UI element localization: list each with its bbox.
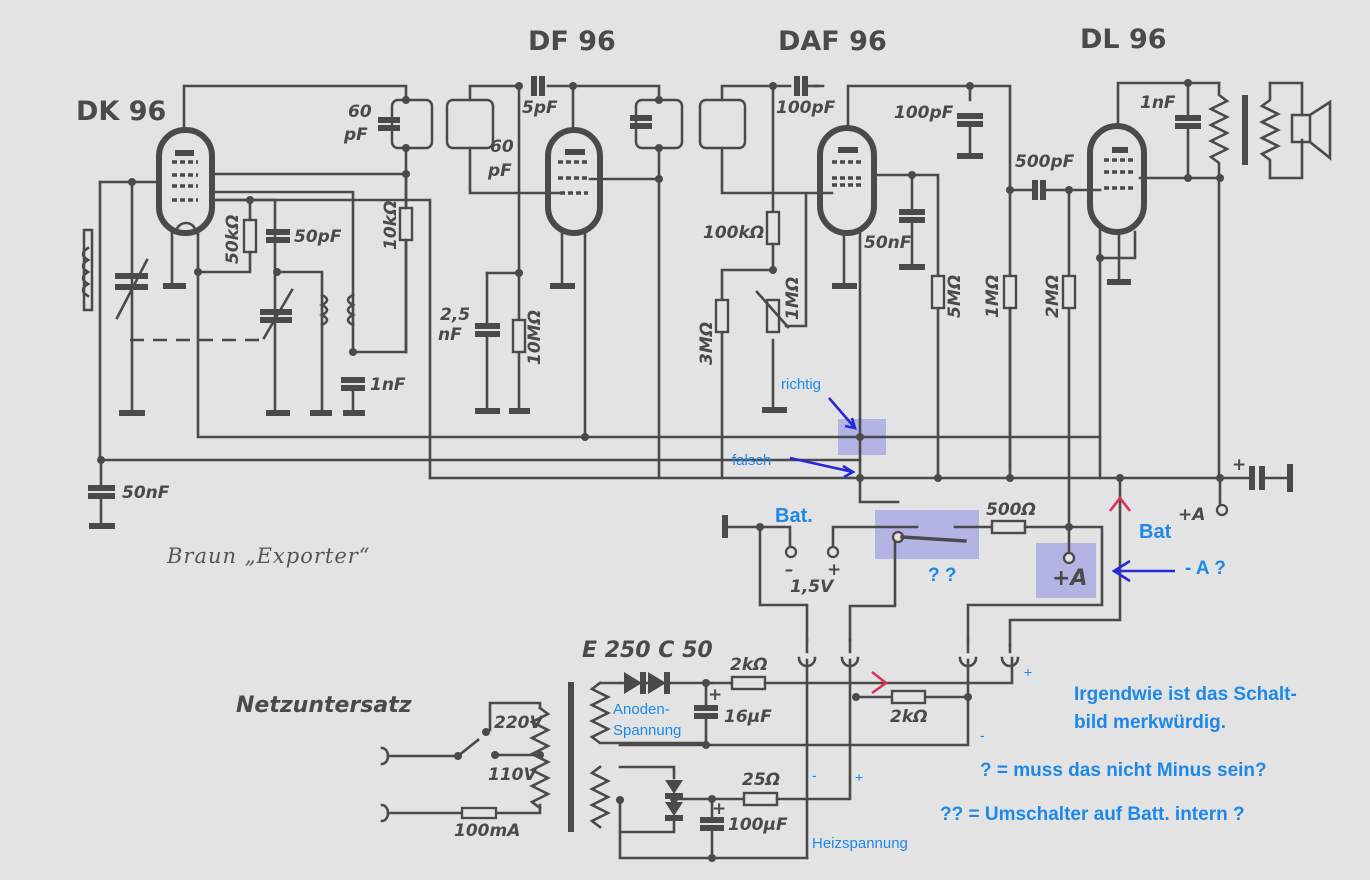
psu-rectifier-label: E 250 C 50 [582,638,713,663]
tube-label-dk96: DK 96 [76,96,166,127]
annotation-falsch: falsch [732,452,771,469]
label-r-2m: 2MΩ [1043,275,1063,318]
label-c-50nf-daf: 50nF [864,233,912,253]
annotation-bat-right: Bat [1139,521,1172,543]
psu-labels: Netzuntersatz E 250 C 50 2kΩ 2kΩ 16µF + … [236,638,928,841]
label-plus-a: +A [1178,505,1205,525]
arrow-falsch-icon [789,456,856,479]
label-c-500pf: 500pF [1015,152,1075,172]
label-c-2-5nf-2: nF [438,325,462,345]
label-c-100pf-a: 100pF [776,98,836,118]
label-c-60pf-b-2: pF [487,161,512,181]
label-bat-minus: – [785,560,794,580]
label-c-1nf-out: 1nF [1140,93,1176,113]
arrow-red-up-icon [1108,495,1132,512]
annotation-heiz: Heizspannung [812,835,908,852]
annotation-anoden-1: Anoden- [613,701,670,718]
label-c-60pf-a-1: 60 [348,102,372,122]
label-c-50pf: 50pF [294,227,342,247]
annotation-minus-anode: - [980,727,985,743]
resistor-50k [242,218,258,254]
resistor-5m [930,274,946,310]
label-110v: 110V [488,765,538,785]
label-c-60pf-b-1: 60 [490,137,514,157]
tube-dk96 [156,127,215,236]
label-r-3m: 3MΩ [697,322,717,365]
psu-title: Netzuntersatz [236,693,412,718]
annotation-plus-anode: + [1024,664,1032,680]
highlight-switch [875,510,979,559]
df96-stage [445,76,684,480]
resistor-25 [742,791,779,807]
label-r-10m: 10MΩ [525,310,545,365]
annotation-anoden-2: Spannung [613,722,681,739]
component-labels: 60 pF 60 pF 5pF 100pF 100pF 1nF 500pF 50… [122,93,1246,597]
label-220v: 220V [494,713,544,733]
schematic-title: Braun „Exporter“ [166,544,371,568]
label-r-5m: 5MΩ [945,275,965,318]
resistor-10k [398,206,414,242]
tube-dl96 [1087,123,1147,235]
annotation-minus-a: - A ? [1185,558,1226,579]
tube-label-dl96: DL 96 [1080,24,1167,55]
resistor-3m [714,298,730,334]
plug-connectors [797,638,1020,668]
resistor-500 [990,519,1027,535]
label-bat-1-5v: 1,5V [790,577,835,597]
tube-daf96 [817,125,877,236]
label-r-2k-a: 2kΩ [730,655,768,675]
resistor-10m [511,318,527,354]
label-plus-100uf: + [712,799,726,819]
label-c-1nf-osc: 1nF [370,375,406,395]
annotation-minus-heiz: - [812,767,817,783]
label-plus-sign-cap: + [1232,455,1246,475]
annotation-bat-left: Bat. [775,505,813,527]
dk96-stage [81,84,862,529]
label-c-60pf-a-2: pF [343,125,368,145]
resistor-1m [1002,274,1018,310]
arrow-minus-a-icon [1111,559,1175,583]
label-r-100k: 100kΩ [703,223,764,243]
label-c-2-5nf-1: 2,5 [440,305,470,325]
tube-label-daf96: DAF 96 [778,26,887,57]
label-r-2k-b: 2kΩ [890,707,928,727]
tube-label-df96: DF 96 [528,26,616,57]
annotation-question-switch: ? ? [928,565,957,586]
annotation-note-1: Irgendwie ist das Schalt- [1074,684,1297,705]
daf96-stage [698,76,1102,504]
arrow-richtig-icon [828,397,857,430]
resistor-2m [1061,274,1077,310]
resistor-2k-a [730,675,767,691]
annotation-note-3: ? = muss das nicht Minus sein? [980,760,1267,781]
label-c-100uf: 100µF [728,815,788,835]
label-fuse-100ma: 100mA [454,821,520,841]
resistor-2k-b [890,689,927,705]
resistor-100k [765,210,781,246]
label-r-500: 500Ω [986,500,1036,520]
annotation-richtig: richtig [781,376,821,393]
power-supply [380,656,1014,862]
label-r-1m: 1MΩ [983,275,1003,318]
label-r-25: 25Ω [742,770,780,790]
highlight-plus-a-terminal [1036,543,1096,598]
label-bat-plus: + [827,560,841,580]
dl96-stage [1061,79,1332,557]
bus-lines [428,435,1293,647]
tube-df96 [545,127,603,236]
annotations: richtig falsch Bat. ? ? Bat - A ? Anoden… [613,376,1297,852]
label-plus-a-box: +A [1052,566,1087,591]
annotation-note-4: ?? = Umschalter auf Batt. intern ? [940,804,1245,825]
annotation-plus-heiz: + [855,769,863,785]
label-c-5pf: 5pF [522,98,558,118]
label-c-50nf: 50nF [122,483,170,503]
label-plus-16uf: + [708,685,722,705]
battery-switch-area [722,515,1104,642]
label-c-100pf-b: 100pF [894,103,954,123]
label-r-10k: 10kΩ [381,201,401,250]
arrow-red-right-icon [871,670,889,695]
label-c-16uf: 16µF [724,707,772,727]
label-r-50k: 50kΩ [223,215,243,264]
annotation-note-2: bild merkwürdig. [1074,712,1226,733]
label-pot-1m: 1MΩ [783,277,803,320]
